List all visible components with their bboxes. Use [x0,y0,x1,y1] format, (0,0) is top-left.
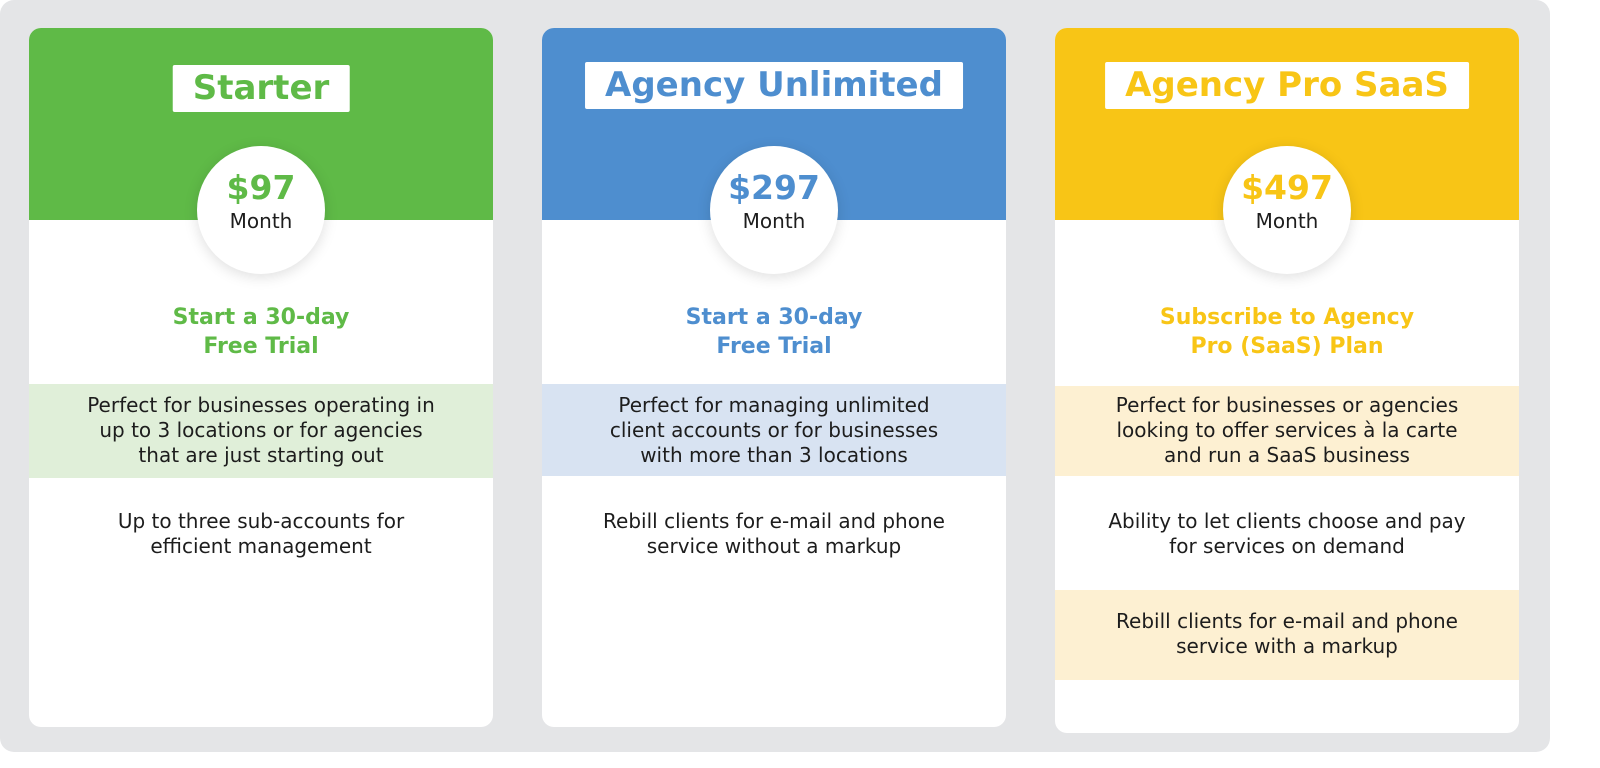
feature-row-highlighted: Perfect for managing unlimited client ac… [542,384,1006,476]
cta-line: Start a 30-day [685,305,863,330]
feature-line: Perfect for businesses operating in [87,393,435,417]
feature-line: Perfect for managing unlimited [618,393,930,417]
price-amount-agency-pro-saas: $497 [1241,168,1333,207]
cta-line: Free Trial [716,334,832,359]
feature-row-highlighted: Perfect for businesses or agencies looki… [1055,386,1519,476]
feature-line: service with a markup [1176,634,1398,658]
feature-line: Rebill clients for e-mail and phone [1116,609,1458,633]
feature-line: for services on demand [1169,534,1405,558]
price-period-agency-unlimited: Month [742,209,806,233]
feature-row: Rebill clients for e-mail and phone serv… [542,509,1006,559]
cta-line: Free Trial [203,334,319,359]
feature-row-highlighted: Rebill clients for e-mail and phone serv… [1055,590,1519,680]
feature-line: service without a markup [646,534,902,558]
cta-link-agency-pro-saas[interactable]: Subscribe to Agency Pro (SaaS) Plan [1055,303,1519,361]
feature-line: looking to offer services à la carte [1116,418,1458,442]
price-period-agency-pro-saas: Month [1255,209,1319,233]
feature-row-highlighted: Perfect for businesses operating in up t… [29,384,493,478]
feature-line: and run a SaaS business [1164,443,1410,467]
price-badge-agency-pro-saas: $497 Month [1223,146,1351,274]
feature-line: with more than 3 locations [640,443,908,467]
feature-line: up to 3 locations or for agencies [99,418,423,442]
cta-line: Pro (SaaS) Plan [1190,334,1384,359]
feature-line: client accounts or for businesses [609,418,939,442]
plan-card-agency-unlimited: Agency Unlimited $297 Month Start a 30-d… [542,28,1006,727]
price-badge-agency-unlimited: $297 Month [710,146,838,274]
cta-line: Start a 30-day [172,305,350,330]
plan-title-starter: Starter [172,65,350,112]
feature-line: that are just starting out [138,443,384,467]
plan-title-agency-unlimited: Agency Unlimited [585,62,963,109]
price-amount-starter: $97 [226,168,296,207]
feature-line: Up to three sub-accounts for [117,509,405,533]
cta-link-starter[interactable]: Start a 30-day Free Trial [29,303,493,361]
plan-card-starter: Starter $97 Month Start a 30-day Free Tr… [29,28,493,727]
cta-link-agency-unlimited[interactable]: Start a 30-day Free Trial [542,303,1006,361]
feature-line: Ability to let clients choose and pay [1108,509,1466,533]
plan-title-agency-pro-saas: Agency Pro SaaS [1105,62,1469,109]
feature-line: Rebill clients for e-mail and phone [603,509,945,533]
feature-line: Perfect for businesses or agencies [1115,393,1459,417]
plan-card-agency-pro-saas: Agency Pro SaaS $497 Month Subscribe to … [1055,28,1519,733]
price-amount-agency-unlimited: $297 [728,168,820,207]
feature-row: Up to three sub-accounts for efficient m… [29,509,493,559]
feature-line: efficient management [150,534,372,558]
price-period-starter: Month [229,209,293,233]
cta-line: Subscribe to Agency [1159,305,1415,330]
feature-row: Ability to let clients choose and pay fo… [1055,509,1519,559]
pricing-panel: Starter $97 Month Start a 30-day Free Tr… [0,0,1550,752]
price-badge-starter: $97 Month [197,146,325,274]
